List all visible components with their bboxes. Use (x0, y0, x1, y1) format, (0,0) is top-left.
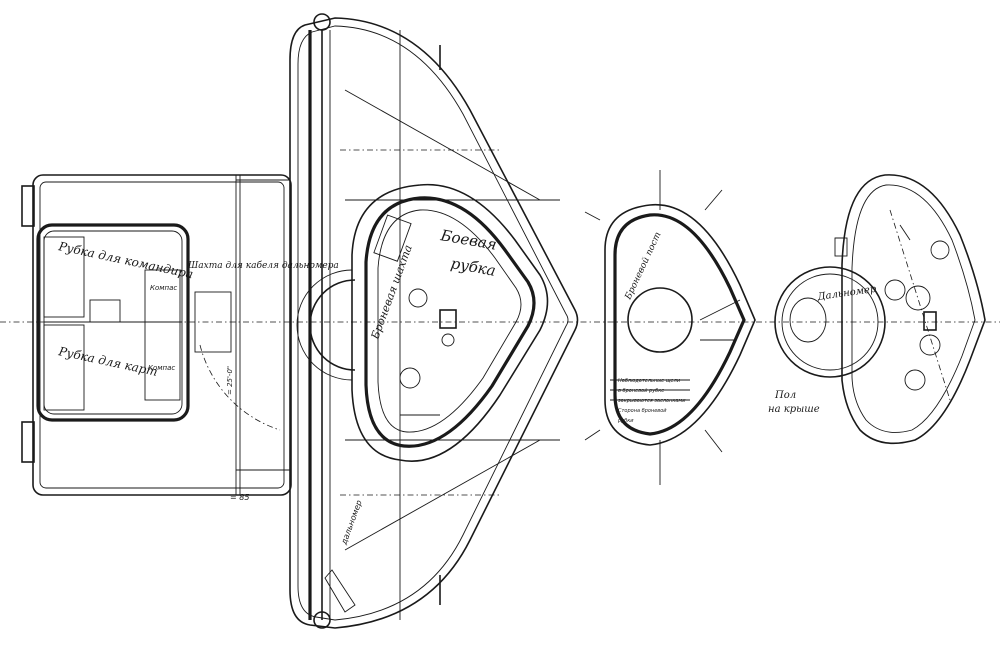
armored-post (584, 170, 756, 485)
label-shaft-note: Шахта для кабеля дальномера (187, 260, 339, 271)
dim-2: = 85 (230, 493, 249, 502)
shaft-semicircle (309, 279, 356, 371)
note-4: Сторона броневой (618, 408, 667, 414)
label-conning-tower-2: рубка (449, 254, 497, 280)
chart-house (0, 174, 1000, 496)
note-3: закрываются заслонками (618, 398, 686, 404)
label-compass-a: Компас (150, 284, 177, 292)
note-2: в броневой рубке (618, 388, 664, 394)
label-post: Броневой пост (623, 231, 663, 302)
dim-1: = 25'-0" (226, 366, 234, 395)
label-floor-b: на крыше (768, 404, 820, 415)
label-floor-a: Пол (774, 390, 796, 401)
conning-tower (351, 183, 549, 462)
bridge-platform (289, 13, 579, 629)
label-bunk-commander: Рубка для командира (56, 239, 194, 281)
rangefinder-post (774, 174, 986, 445)
dim-3: дальномер (339, 499, 364, 547)
label-compass-b: Компас (148, 364, 175, 372)
label-chart-room: Рубка для карт (56, 344, 159, 379)
note-1: Наблюдательные щели (618, 378, 681, 384)
note-5: рубки (617, 418, 634, 424)
label-armored-shaft: Броневая шахта (368, 243, 415, 342)
label-rangefinder: Дальномер (816, 284, 878, 303)
